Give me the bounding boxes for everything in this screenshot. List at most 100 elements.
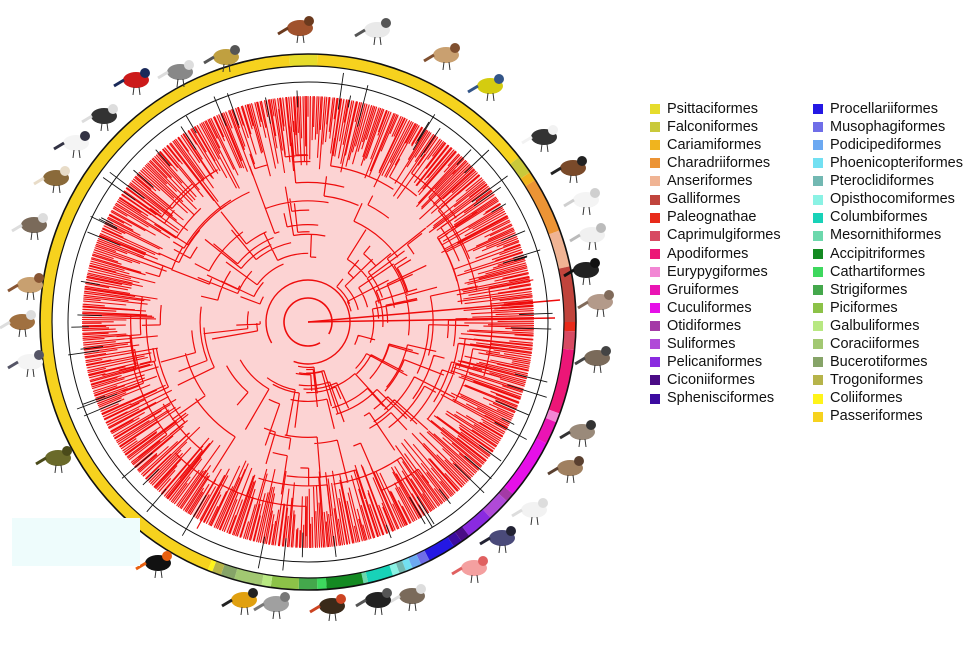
bird-illustration <box>277 16 314 44</box>
legend-label: Apodiformes <box>667 245 749 262</box>
order-color-ring <box>39 53 577 591</box>
bird-tail <box>389 594 401 604</box>
bird-head <box>601 346 611 356</box>
ring-segment <box>261 574 273 588</box>
bird-legs <box>222 63 231 73</box>
bird-illustration <box>467 74 504 102</box>
legend-item: Mesornithiformes <box>813 227 963 245</box>
tree-long-branch <box>307 299 561 323</box>
legend-label: Piciformes <box>830 299 898 316</box>
bird-tail <box>521 135 533 145</box>
ring-segment <box>509 157 531 179</box>
blank-panel <box>12 518 140 566</box>
ring-segment <box>395 560 407 574</box>
bird-head <box>604 290 614 300</box>
bird-legs <box>272 610 281 620</box>
legend-label: Eurypygiformes <box>667 263 768 280</box>
ring-segment <box>520 172 536 187</box>
bird-legs <box>26 291 35 301</box>
bird-illustration <box>559 420 596 448</box>
legend-item: Ciconiiformes <box>650 371 781 389</box>
legend-label: Podicipediformes <box>830 136 942 153</box>
bird-illustration <box>563 188 600 216</box>
bird-tail <box>7 283 19 293</box>
bird-head <box>450 43 460 53</box>
bird-legs <box>30 231 39 241</box>
legend-label: Cariamiformes <box>667 136 762 153</box>
legend-label: Phoenicopteriformes <box>830 155 963 172</box>
bird-legs <box>132 86 141 96</box>
legend-item: Falconiformes <box>650 118 781 136</box>
bird-head <box>574 456 584 466</box>
bird-legs <box>578 438 587 448</box>
phylogeny-figure <box>0 16 614 622</box>
bird-illustration <box>11 213 48 241</box>
ring-segment <box>401 557 413 572</box>
ring-segment <box>482 493 508 519</box>
legend-swatch <box>650 266 660 277</box>
legend-swatch <box>650 230 660 241</box>
bird-illustration <box>354 18 391 46</box>
bird-tail <box>113 78 125 88</box>
legend-label: Falconiformes <box>667 118 759 135</box>
legend-item: Procellariiformes <box>813 100 963 118</box>
bird-tail <box>467 84 479 94</box>
legend-item: Passeriformes <box>813 408 963 426</box>
legend-label: Strigiformes <box>830 281 908 298</box>
legend-label: Pteroclidiformes <box>830 173 934 190</box>
legend-swatch <box>650 357 660 368</box>
bird-head <box>577 156 587 166</box>
legend-swatch <box>650 375 660 386</box>
ring-segment <box>408 554 422 569</box>
bird-head <box>184 60 194 70</box>
legend-swatch <box>813 375 823 386</box>
legend-swatch <box>813 212 823 223</box>
legend-item: Strigiformes <box>813 281 963 299</box>
bird-illustration <box>355 588 392 616</box>
ring-segment <box>558 266 576 322</box>
bird-tail <box>309 604 321 614</box>
bird-tail <box>53 141 65 151</box>
bird-illustrations <box>0 16 614 622</box>
bird-head <box>590 188 600 198</box>
legend-label: Caprimulgiformes <box>667 227 781 244</box>
ring-segment <box>289 54 318 67</box>
bird-tail <box>577 300 589 310</box>
legend-label: Paleognathae <box>667 209 757 226</box>
legend-swatch <box>650 104 660 115</box>
bird-legs <box>442 61 451 71</box>
bird-legs <box>373 36 382 46</box>
bird-head <box>506 526 516 536</box>
legend-item: Anseriformes <box>650 172 781 190</box>
legend-label: Mesornithiformes <box>830 227 942 244</box>
legend-label: Charadriiformes <box>667 155 771 172</box>
legend-swatch <box>813 339 823 350</box>
legend-item: Caprimulgiformes <box>650 227 781 245</box>
bird-tail <box>11 223 23 233</box>
bird-illustration <box>563 258 600 286</box>
ring-segment <box>563 322 576 332</box>
legend-swatch <box>650 303 660 314</box>
ring-inner-edge <box>51 65 565 579</box>
legend-swatch <box>650 393 660 404</box>
legend-item: Psittaciformes <box>650 100 781 118</box>
ring-segment <box>536 417 557 444</box>
bird-legs <box>569 174 578 184</box>
bird-illustration <box>451 556 488 584</box>
bird-head <box>382 588 392 598</box>
legend-item: Podicipediformes <box>813 136 963 154</box>
legend-item: Otidiformes <box>650 317 781 335</box>
bird-head <box>230 45 240 55</box>
ring-segment <box>211 560 225 576</box>
bird-illustration <box>389 584 426 612</box>
legend-label: Columbiformes <box>830 209 928 226</box>
ring-segment <box>220 564 238 580</box>
bird-legs <box>296 34 305 44</box>
bird-tail <box>157 70 169 80</box>
bird-tail <box>277 26 289 36</box>
phylogenetic-tree <box>67 72 561 571</box>
legend-swatch <box>813 248 823 259</box>
ring-segment <box>389 562 400 577</box>
ring-segment <box>316 577 327 590</box>
